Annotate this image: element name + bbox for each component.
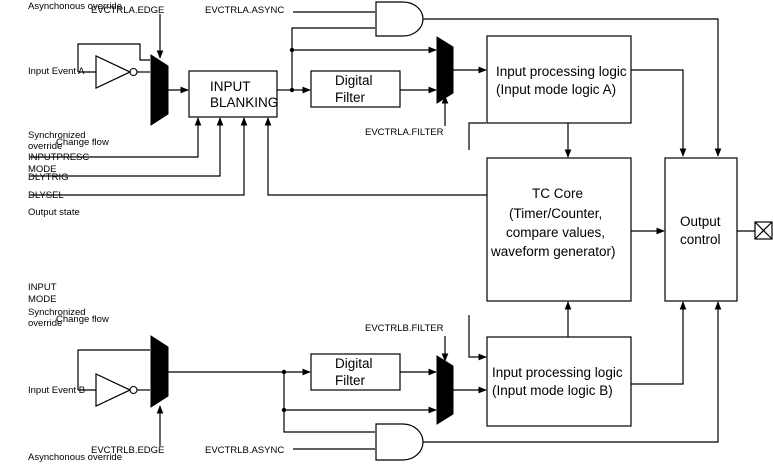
input-blanking-box bbox=[188, 70, 278, 118]
dlytrig-label: DLYTRIG bbox=[28, 172, 68, 183]
ipl-a-line1: Input processing logic bbox=[496, 64, 627, 79]
ipl-b-line1: Input processing logic bbox=[492, 365, 623, 380]
change-flow-a-wire bbox=[468, 122, 486, 150]
digital-filter-a-box bbox=[310, 70, 401, 108]
bypass-b-wire bbox=[77, 349, 150, 390]
evctrlb-async-label: EVCTRLB.ASYNC bbox=[205, 445, 284, 456]
ipl-a-box bbox=[486, 35, 632, 124]
async-override-b-label: Asynchonous override bbox=[28, 452, 122, 463]
tc-core-line4: waveform generator) bbox=[490, 244, 616, 259]
ipl-b-line2: (Input mode logic B) bbox=[492, 383, 613, 398]
change-flow-b-wire bbox=[468, 315, 487, 361]
output-pin-cross bbox=[754, 221, 773, 240]
sync-override-a-label-2: override bbox=[28, 141, 62, 152]
change-flow-a-label: Change flow bbox=[56, 137, 109, 148]
digital-filter-a-line1: Digital bbox=[335, 73, 373, 88]
input-blanking-line2: BLANKING bbox=[210, 95, 278, 110]
input-event-a-label: Input Event A bbox=[28, 66, 85, 77]
input-blanking-line1: INPUT bbox=[210, 79, 251, 94]
tc-core-line2: (Timer/Counter, bbox=[509, 206, 602, 221]
async-gate-a-input bbox=[291, 27, 375, 50]
evctrla-filter-label: EVCTRLA.FILTER bbox=[365, 127, 444, 138]
ipl-b-to-output bbox=[631, 301, 687, 385]
tc-core-line1: TC Core bbox=[532, 186, 583, 201]
evctrlb-filter-label: EVCTRLB.FILTER bbox=[365, 323, 444, 334]
ipl-a-to-output bbox=[631, 69, 687, 157]
evctrla-async-label: EVCTRLA.ASYNC bbox=[205, 5, 284, 16]
dlysel-wire bbox=[30, 117, 248, 196]
output-state-label: Output state bbox=[28, 207, 80, 218]
async-gate-b-out bbox=[423, 301, 722, 443]
sync-override-b-label-1: Synchronized bbox=[28, 307, 86, 318]
bypass-a-wire bbox=[77, 43, 150, 72]
async-override-a-label: Asynchonous override bbox=[28, 1, 122, 12]
tc-core-box bbox=[486, 157, 632, 302]
async-gate-b-input bbox=[283, 410, 375, 433]
mode-a-label: MODE bbox=[28, 164, 57, 175]
edge-mux-a bbox=[150, 54, 169, 126]
change-flow-b-label: Change flow bbox=[56, 314, 109, 325]
output-control-line2: control bbox=[680, 232, 721, 247]
inverter-a bbox=[95, 55, 132, 89]
evctrlb-edge-label: EVCTRLB.EDGE bbox=[91, 445, 164, 456]
inverter-b bbox=[95, 373, 132, 407]
async-gate-a-out bbox=[423, 18, 722, 157]
filter-mux-a bbox=[436, 36, 454, 104]
inverter-b-bubble bbox=[129, 385, 138, 395]
digital-filter-b-line2: Filter bbox=[335, 373, 366, 388]
tc-core-line3: compare values, bbox=[506, 225, 605, 240]
async-and-gate-a bbox=[375, 1, 424, 37]
input-b-label: INPUT bbox=[28, 282, 57, 293]
ipl-b-box bbox=[486, 336, 632, 427]
output-state-wire bbox=[264, 117, 487, 196]
output-control-box bbox=[664, 157, 738, 302]
dlytrig-wire bbox=[30, 117, 224, 177]
inputpresc-wire bbox=[30, 117, 202, 158]
inverter-a-bubble bbox=[129, 67, 138, 77]
ipl-a-line2: (Input mode logic A) bbox=[496, 82, 616, 97]
output-control-line1: Output bbox=[680, 214, 721, 229]
digital-filter-a-line2: Filter bbox=[335, 90, 366, 105]
edge-mux-b bbox=[150, 335, 169, 408]
input-event-b-label: Input Event B bbox=[28, 385, 85, 396]
digital-filter-b-box bbox=[310, 353, 401, 391]
mode-b-label: MODE bbox=[28, 294, 57, 305]
sync-override-a-label-1: Synchronized bbox=[28, 130, 86, 141]
evctrla-edge-label: EVCTRLA.EDGE bbox=[91, 5, 164, 16]
digital-filter-b-line1: Digital bbox=[335, 356, 373, 371]
async-and-gate-b bbox=[375, 423, 424, 461]
filter-mux-b bbox=[436, 355, 454, 425]
sync-override-b-label-2: override bbox=[28, 318, 62, 329]
